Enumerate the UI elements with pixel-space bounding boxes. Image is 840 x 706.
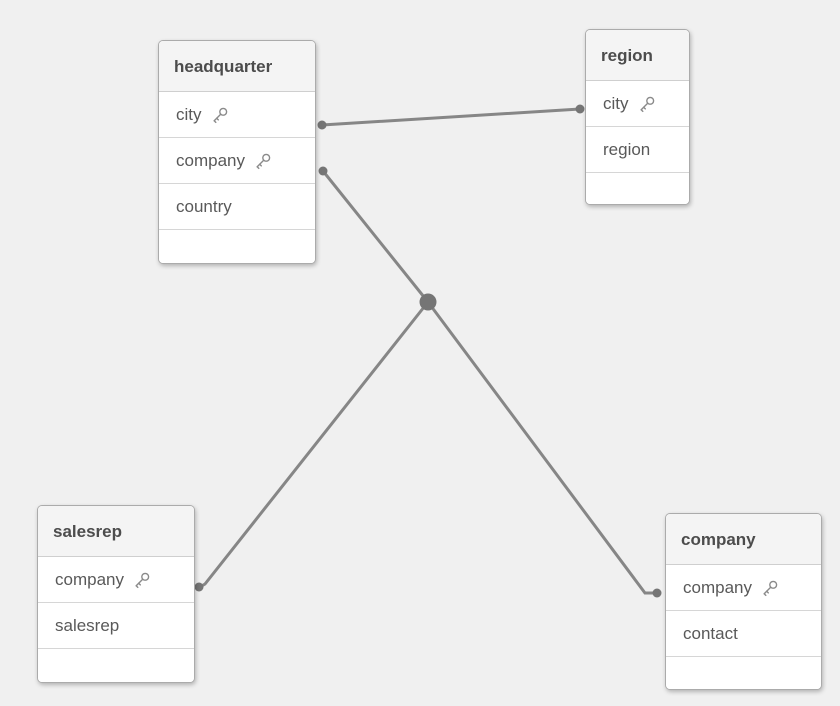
- field-row-salesrep-salesrep[interactable]: salesrep: [38, 603, 194, 649]
- table-footer: [38, 649, 194, 682]
- field-row-headquarter-city[interactable]: city: [159, 92, 315, 138]
- field-label: salesrep: [55, 616, 120, 635]
- connector-endpoint-dot: [317, 120, 327, 130]
- table-header-company[interactable]: company: [666, 514, 821, 565]
- table-company[interactable]: company company contact: [665, 513, 822, 690]
- field-row-headquarter-country[interactable]: country: [159, 184, 315, 230]
- connector-endpoint-dot: [194, 582, 204, 592]
- field-label: company: [683, 578, 752, 597]
- table-footer: [159, 230, 315, 263]
- field-row-company-company[interactable]: company: [666, 565, 821, 611]
- field-label: city: [603, 94, 629, 113]
- connector-endpoint-dot: [318, 166, 328, 176]
- table-header-region[interactable]: region: [586, 30, 689, 81]
- connector-endpoint-dot: [575, 104, 585, 114]
- table-footer: [586, 173, 689, 204]
- field-row-region-city[interactable]: city: [586, 81, 689, 127]
- field-row-company-contact[interactable]: contact: [666, 611, 821, 657]
- field-label: country: [176, 197, 232, 216]
- key-icon: [135, 572, 150, 588]
- key-icon: [213, 107, 227, 123]
- field-label: region: [603, 140, 651, 159]
- table-footer: [666, 657, 821, 689]
- field-label: contact: [683, 624, 738, 643]
- connector-junction-dot: [419, 293, 437, 311]
- field-label: company: [176, 151, 245, 170]
- table-header-salesrep[interactable]: salesrep: [38, 506, 194, 557]
- table-headquarter[interactable]: headquarter city company country: [158, 40, 316, 264]
- table-header-headquarter[interactable]: headquarter: [159, 41, 315, 92]
- connector-line: [198, 300, 430, 589]
- key-icon: [763, 580, 778, 596]
- key-icon: [640, 96, 654, 112]
- connector-line: [426, 300, 658, 595]
- table-salesrep[interactable]: salesrep company salesrep: [37, 505, 195, 683]
- field-label: company: [55, 570, 124, 589]
- table-region[interactable]: region city region: [585, 29, 690, 205]
- field-label: city: [176, 105, 202, 124]
- connector-line: [321, 169, 430, 304]
- field-row-region-region[interactable]: region: [586, 127, 689, 173]
- connector-line: [320, 107, 582, 127]
- key-icon: [256, 153, 271, 169]
- connector-endpoint-dot: [652, 588, 662, 598]
- field-row-salesrep-company[interactable]: company: [38, 557, 194, 603]
- field-row-headquarter-company[interactable]: company: [159, 138, 315, 184]
